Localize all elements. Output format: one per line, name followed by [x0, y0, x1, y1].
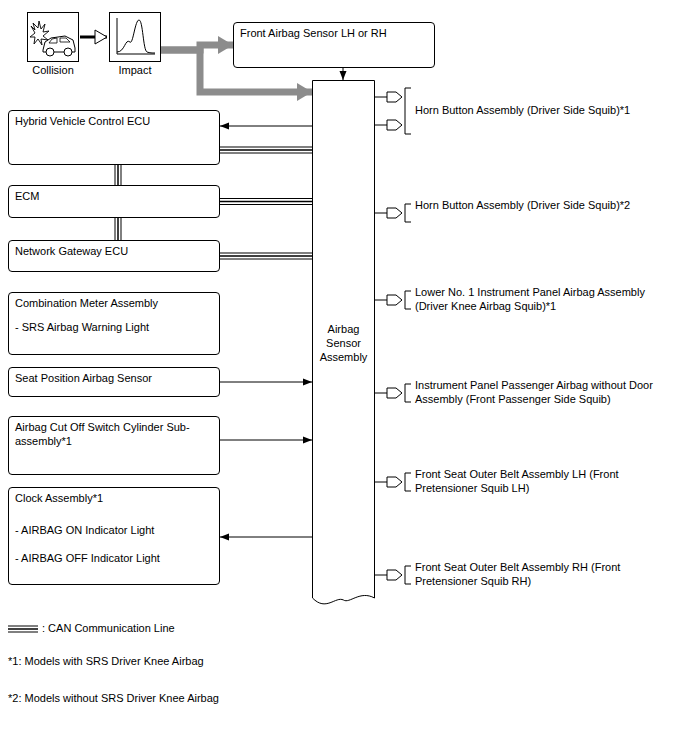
signal-line	[375, 125, 387, 126]
component-name: Airbag Cut Off Switch Cylinder Sub-assem…	[15, 421, 213, 449]
can-line	[118, 165, 119, 185]
signal-line	[220, 537, 312, 538]
signal-line	[220, 440, 312, 441]
can-wire	[220, 149, 312, 151]
component-name: ECM	[15, 190, 213, 204]
component-name: Collision	[24, 64, 82, 78]
squib-symbol	[385, 284, 413, 316]
can-wire	[220, 148, 312, 153]
component-name: Network Gateway ECU	[15, 245, 213, 259]
squib-symbol	[385, 466, 413, 498]
can-wire	[220, 253, 312, 260]
component-name: Clock Assembly*1	[15, 492, 213, 506]
wire	[375, 575, 387, 576]
signal-line	[375, 482, 387, 483]
squib-symbol	[385, 197, 413, 229]
wire	[375, 482, 387, 483]
can-wire	[220, 254, 312, 259]
wire	[80, 36, 107, 39]
signal-line	[343, 68, 344, 80]
squib-connector: Horn Button Assembly (Driver Side Squib)…	[385, 85, 675, 139]
signal-line	[375, 97, 387, 98]
component-box: Airbag Cut Off Switch Cylinder Sub-assem…	[8, 416, 220, 475]
squib-connector: Front Seat Outer Belt Assembly RH (Front…	[385, 559, 675, 591]
component-item: - SRS Airbag Warning Light	[15, 321, 213, 335]
can-wire	[115, 165, 122, 185]
wire	[375, 300, 387, 301]
component-name: Airbag Sensor Assembly	[312, 323, 375, 364]
icon-box: Collision	[24, 12, 82, 78]
component-name: Seat Position Airbag Sensor	[15, 372, 213, 386]
can-wire	[117, 165, 119, 185]
wire	[375, 97, 387, 98]
can-wire	[220, 147, 312, 154]
icon-box: Impact	[106, 12, 164, 78]
signal-line	[220, 126, 312, 127]
can-wire	[116, 218, 121, 240]
can-line-sample	[8, 623, 38, 635]
footnote: *1: Models with SRS Driver Knee Airbag	[8, 655, 204, 667]
component-item: - AIRBAG OFF Indicator Light	[15, 552, 213, 566]
squib-symbol	[385, 559, 413, 591]
wire	[375, 393, 387, 394]
component-box: ECM	[8, 185, 220, 218]
can-wire	[116, 165, 121, 185]
component-name: Hybrid Vehicle Control ECU	[15, 115, 213, 129]
can-wire	[115, 218, 122, 240]
signal-line	[375, 300, 387, 301]
wire	[220, 537, 312, 538]
component-name: Horn Button Assembly (Driver Side Squib)…	[415, 104, 675, 118]
squib-connector: Lower No. 1 Instrument Panel Airbag Asse…	[385, 284, 675, 316]
signal-line	[80, 37, 107, 38]
component-item: - AIRBAG ON Indicator Light	[15, 524, 213, 538]
squib-symbol	[385, 85, 413, 139]
component-name: Front Seat Outer Belt Assembly RH (Front…	[415, 561, 675, 589]
can-wire	[220, 198, 312, 205]
can-wire	[220, 255, 312, 257]
squib-connector: Instrument Panel Passenger Airbag withou…	[385, 377, 683, 409]
can-line	[220, 201, 312, 202]
component-box: Clock Assembly*1 - AIRBAG ON Indicator Li…	[8, 487, 220, 585]
can-line	[118, 218, 119, 240]
can-line	[220, 256, 312, 257]
wire	[375, 125, 387, 126]
component-name: Impact	[106, 64, 164, 78]
squib-connector: Horn Button Assembly (Driver Side Squib)…	[385, 197, 675, 229]
signal-line	[375, 575, 387, 576]
wire	[220, 382, 312, 383]
component-box: Network Gateway ECU	[8, 240, 220, 272]
legend-text: : CAN Communication Line	[42, 622, 175, 636]
component-box: Hybrid Vehicle Control ECU	[8, 110, 220, 165]
impact-icon	[109, 12, 161, 62]
wire	[375, 213, 387, 214]
can-wire	[117, 218, 119, 240]
squib-symbol	[385, 377, 413, 409]
can-wire	[220, 201, 312, 203]
wire	[220, 126, 312, 127]
component-name: Front Seat Outer Belt Assembly LH (Front…	[415, 468, 675, 496]
component-box: Front Airbag Sensor LH or RH	[233, 22, 435, 68]
signal-line	[375, 213, 387, 214]
component-name: Horn Button Assembly (Driver Side Squib)…	[415, 199, 675, 213]
squib-connector: Front Seat Outer Belt Assembly LH (Front…	[385, 466, 675, 498]
component-box: Seat Position Airbag Sensor	[8, 367, 220, 397]
signal-line	[220, 382, 312, 383]
component-name: Instrument Panel Passenger Airbag withou…	[415, 379, 683, 407]
footnote: *2: Models without SRS Driver Knee Airba…	[8, 692, 219, 704]
collision-icon	[27, 12, 79, 62]
component-box: Combination Meter Assembly - SRS Airbag W…	[8, 292, 220, 355]
component-name: Front Airbag Sensor LH or RH	[240, 27, 428, 41]
can-wire	[220, 199, 312, 204]
wire	[343, 68, 344, 80]
component-name: Combination Meter Assembly	[15, 297, 213, 311]
signal-line	[375, 393, 387, 394]
wire	[220, 440, 312, 441]
can-line	[220, 150, 312, 151]
component-box: Airbag Sensor Assembly	[312, 80, 375, 608]
component-name: Lower No. 1 Instrument Panel Airbag Asse…	[415, 286, 675, 314]
